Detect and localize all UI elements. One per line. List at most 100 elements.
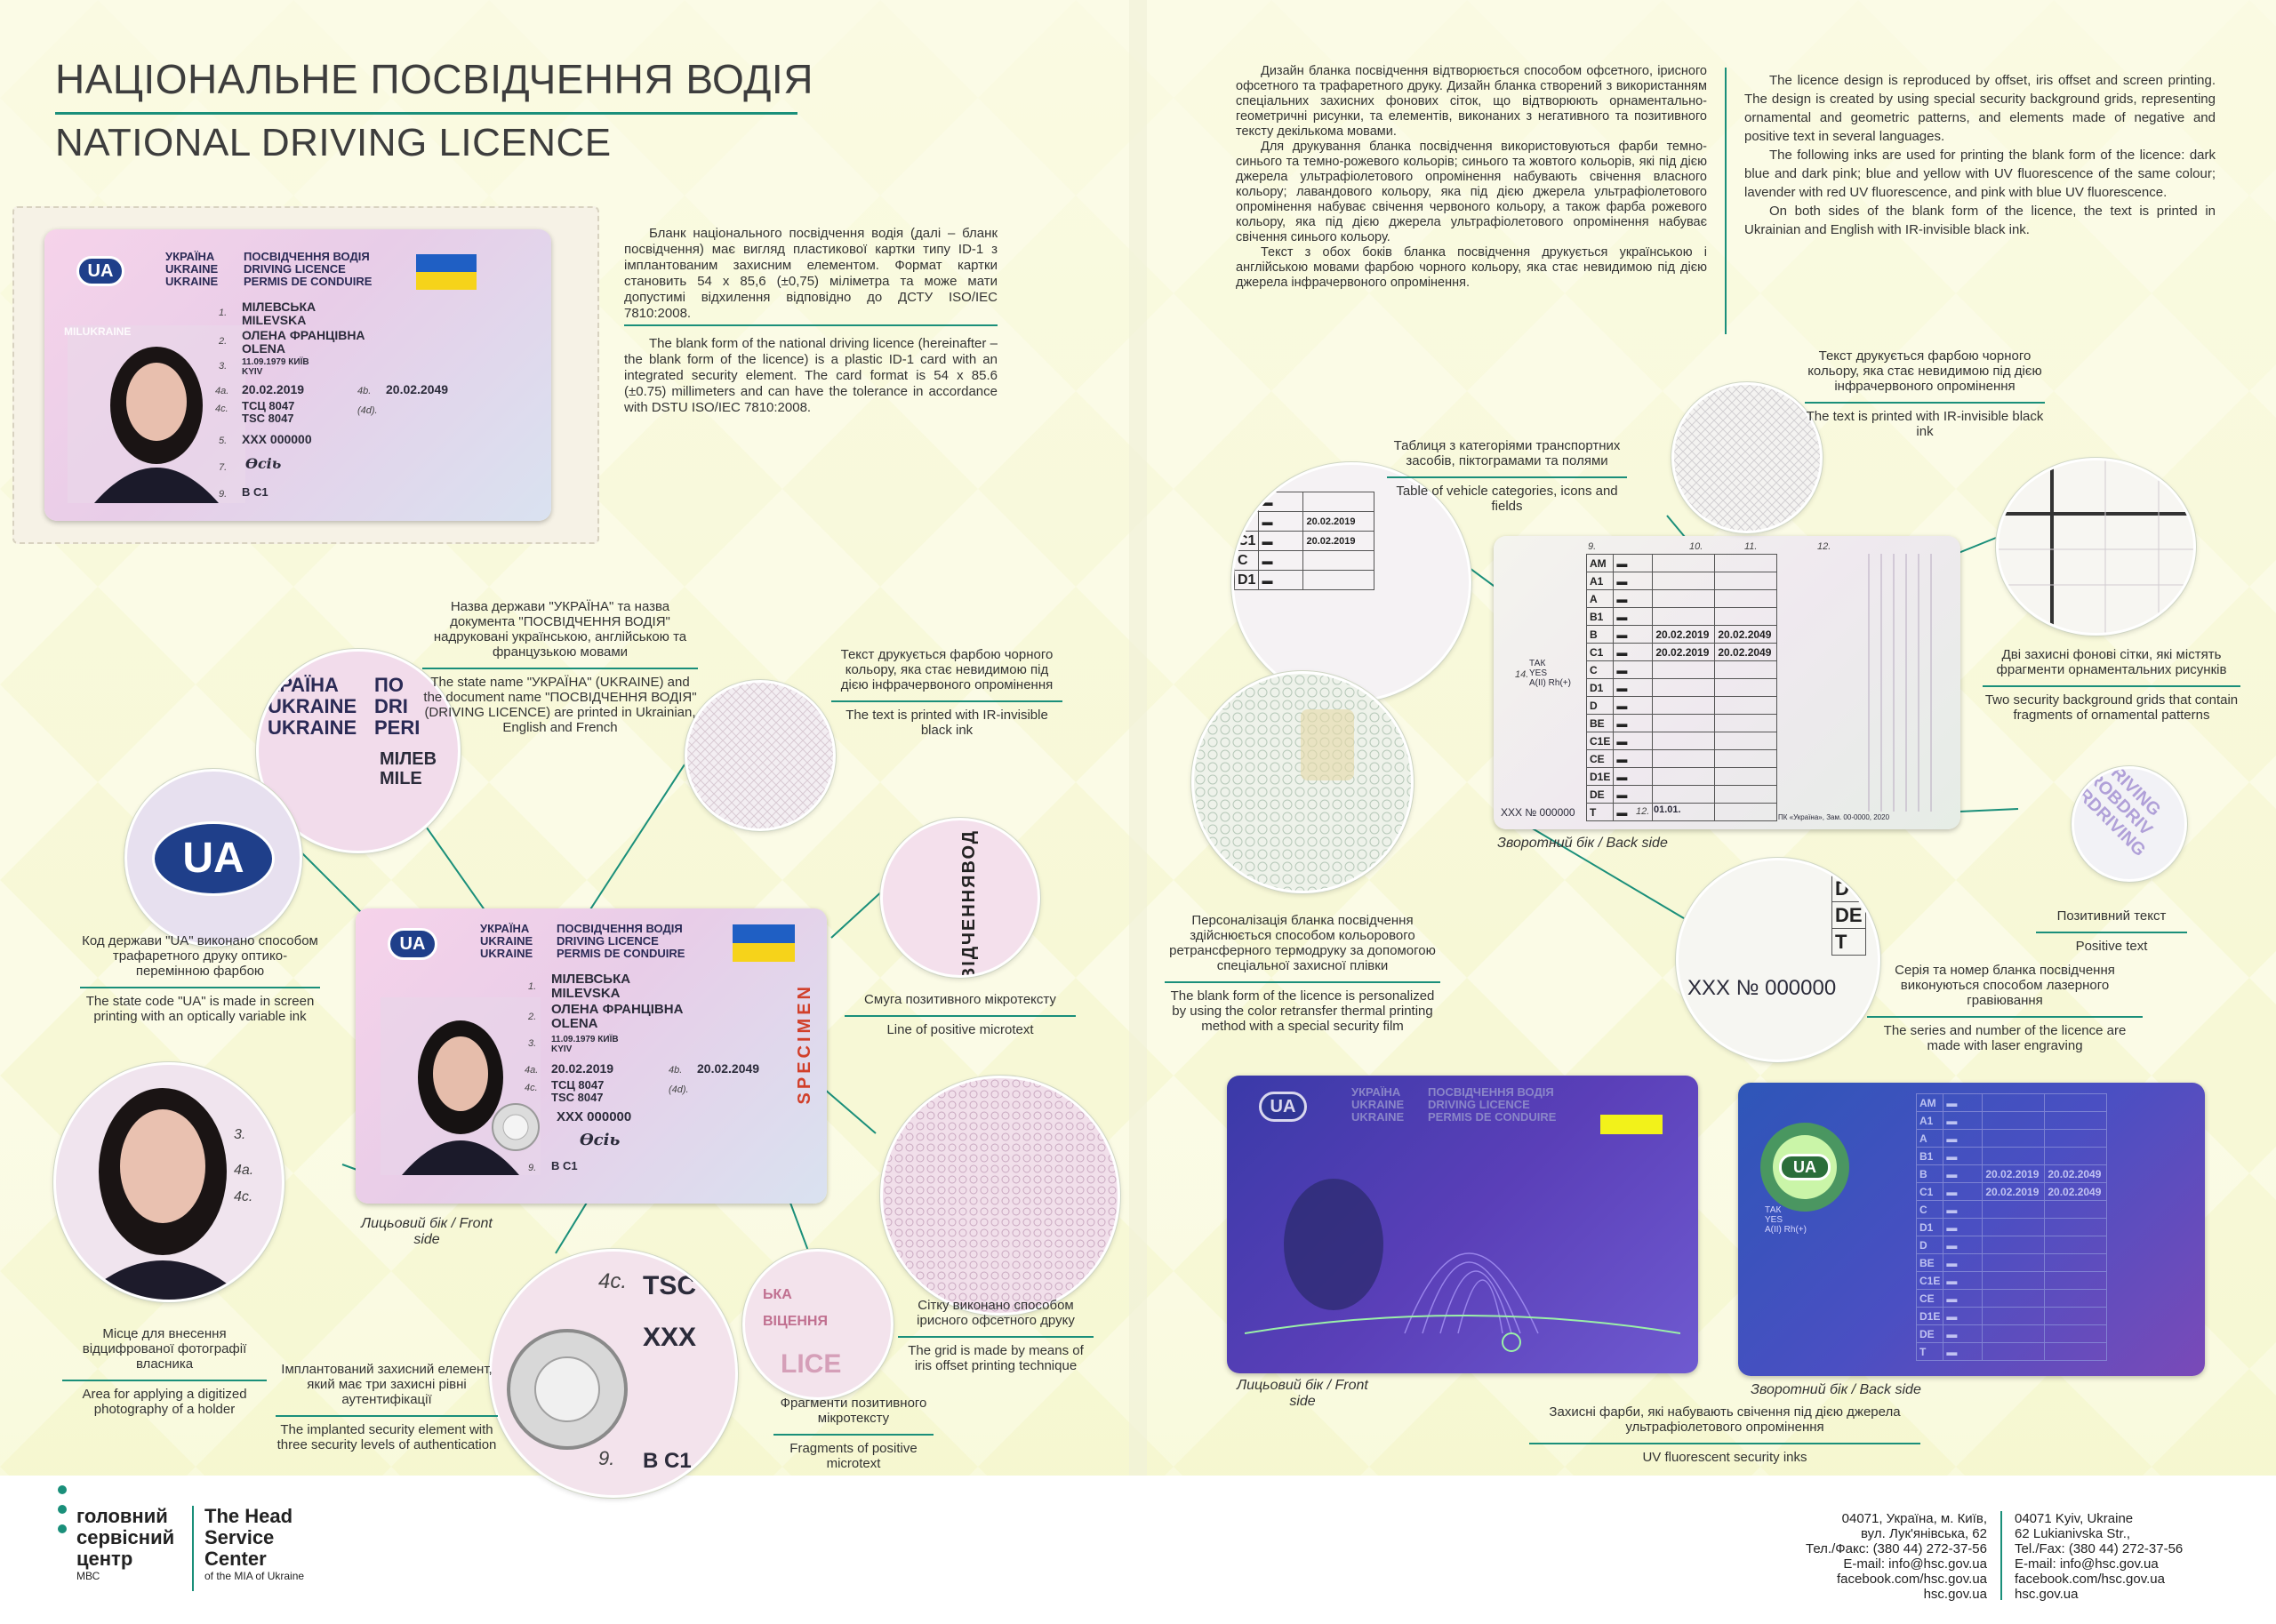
field-num-3: 3. (219, 361, 228, 372)
category-code: BE (1915, 1253, 1944, 1272)
category-icon: ▬ (1943, 1093, 1983, 1112)
category-date (1302, 570, 1375, 590)
category-date-from (1982, 1342, 2046, 1361)
category-date-to (1714, 678, 1778, 697)
zoom-microtext-fragments: ЬКА ВІЦЕННЯ LICE (742, 1249, 894, 1400)
table-row: CE▬ (1585, 749, 1778, 768)
category-date-from (1652, 732, 1716, 750)
table-row: DE▬ (1915, 1324, 2108, 1343)
label-implanted: Імплантований захисний елемент, який має… (276, 1362, 498, 1452)
category-icon: ▬ (1613, 589, 1654, 608)
category-date-from (1982, 1111, 2046, 1130)
category-code: CE (1585, 749, 1615, 768)
category-icon: ▬ (1943, 1218, 1983, 1236)
category-date (1302, 492, 1375, 512)
table-row: DE▬ (1585, 785, 1778, 804)
table-row: BE▬ (1915, 1253, 2108, 1272)
table-row: B▬20.02.2019 (1234, 511, 1375, 532)
category-date (1302, 550, 1375, 571)
category-code: A1 (1585, 572, 1615, 590)
category-date-from (1982, 1200, 2046, 1219)
field-num-2: 2. (528, 1012, 537, 1022)
address-en: 04071 Kyiv, Ukraine 62 Lukianivska Str.,… (2015, 1511, 2184, 1602)
col-12: 12. (1817, 541, 1831, 552)
category-date-from (1652, 660, 1716, 679)
category-icon: ▬ (1613, 625, 1654, 644)
impl-num-4c: 4c. (598, 1269, 628, 1293)
category-code: C (1915, 1200, 1944, 1219)
category-icon: ▬ (1943, 1253, 1983, 1272)
table-row: C▬ (1915, 1200, 2108, 1219)
category-date-to (1714, 785, 1778, 804)
table-row: C1▬20.02.2019 (1234, 531, 1375, 551)
caption-uv-back: Зворотний бік / Back side (1751, 1382, 1921, 1397)
field-num-4b: 4b. (357, 386, 372, 396)
category-date-to (2044, 1342, 2108, 1361)
impl-tsc: TSC (643, 1271, 696, 1300)
label-personalization: Персоналізація бланка посвідчення здійсн… (1165, 913, 1440, 1034)
hologram-element (492, 1103, 540, 1151)
zoom-state-code: UA (124, 769, 302, 947)
field-num-4a: 4a. (525, 1065, 539, 1076)
category-date-to (1714, 803, 1778, 821)
category-icon: ▬ (1613, 732, 1654, 750)
table-row: D1▬ (1585, 678, 1778, 697)
card-front-large: UA УКРАЇНА UKRAINE UKRAINE ПОСВІДЧЕННЯ В… (44, 229, 551, 521)
intro-en: The blank form of the national driving l… (624, 336, 998, 415)
category-icon: ▬ (1258, 550, 1304, 571)
ua-code-badge: UA (388, 928, 437, 960)
field-num-4d: (4d). (357, 405, 378, 416)
back-notes: ТАК YES A(II) Rh(+) (1529, 659, 1571, 688)
fragment-3: LICE (781, 1349, 842, 1379)
table-row: C▬ (1585, 660, 1778, 679)
category-code: T (1915, 1342, 1944, 1361)
intro-divider (624, 324, 998, 326)
category-icon: ▬ (1613, 714, 1654, 732)
impl-categories: B C1 (643, 1449, 692, 1473)
category-date-from (1982, 1271, 2046, 1290)
category-date-to (2044, 1236, 2108, 1254)
category-icon: ▬ (1943, 1129, 1983, 1148)
label-iris-grid: Сітку виконано способом ірисного офсетно… (898, 1298, 1094, 1373)
category-code: D (1915, 1236, 1944, 1254)
category-icon: ▬ (1613, 660, 1654, 679)
category-date-from: 20.02.2019 (1982, 1164, 2046, 1183)
impl-num-9: 9. (598, 1447, 615, 1469)
table-row: A1▬ (1915, 1111, 2108, 1130)
category-date-to (1714, 554, 1778, 572)
category-code: C1 (1585, 643, 1615, 661)
field-num-1: 1. (528, 981, 537, 992)
category-code: D1E (1585, 767, 1615, 786)
category-icon: ▬ (1613, 767, 1654, 786)
category-code: B (1234, 511, 1260, 532)
category-date-from (1652, 554, 1716, 572)
flag-icon (416, 254, 477, 290)
category-icon: ▬ (1613, 803, 1654, 821)
category-code: AM (1915, 1093, 1944, 1112)
holder-signature: Ѳсіь (580, 1131, 621, 1149)
table-row: D1E▬ (1915, 1307, 2108, 1325)
category-date-to: 20.02.2049 (1714, 643, 1778, 661)
label-uv-inks: Захисні фарби, які набувають свічення пі… (1529, 1404, 1920, 1465)
field-num-4d: (4d). (669, 1084, 689, 1095)
table-row: CE▬ (1915, 1289, 2108, 1308)
category-code: B (1585, 625, 1615, 644)
col-9: 9. (1588, 541, 1597, 552)
category-code: A (1915, 1129, 1944, 1148)
category-date-from (1982, 1253, 2046, 1272)
table-row: A1▬ (1585, 572, 1778, 590)
category-code: B1 (1915, 1147, 1944, 1165)
logo-en: The Head Service Center of the MIA of Uk… (204, 1505, 305, 1583)
category-code: D1 (1234, 570, 1260, 590)
table-row: AM▬ (1915, 1093, 2108, 1112)
table-row: D▬ (1585, 696, 1778, 715)
zoom-ir-text-front (685, 680, 836, 831)
category-date-to (2044, 1307, 2108, 1325)
